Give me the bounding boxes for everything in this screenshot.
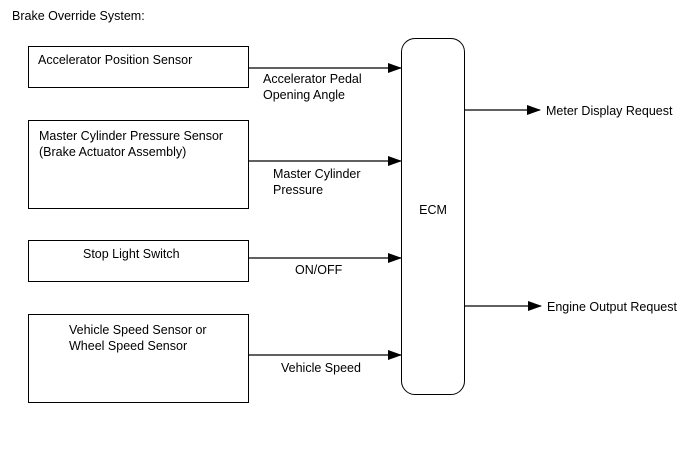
box-label: Vehicle Speed Sensor or: [69, 323, 207, 337]
vehicle-speed-sensor-box: Vehicle Speed Sensor or Wheel Speed Sens…: [28, 314, 249, 403]
box-label: Wheel Speed Sensor: [69, 339, 188, 353]
ecm-box: ECM: [401, 38, 465, 395]
master-cylinder-pressure-sensor-box: Master Cylinder Pressure Sensor (Brake A…: [28, 120, 249, 209]
stop-light-switch-box: Stop Light Switch: [28, 240, 249, 282]
signal-label: Vehicle Speed: [281, 361, 361, 375]
signal-label: Pressure: [273, 183, 324, 197]
signal-label: ON/OFF: [295, 263, 343, 277]
signal-label: Accelerator Pedal: [263, 72, 362, 86]
diagram-title: Brake Override System:: [12, 9, 145, 23]
accelerator-position-sensor-box: Accelerator Position Sensor: [28, 46, 249, 88]
box-label: Master Cylinder Pressure Sensor: [39, 129, 224, 143]
box-label: Accelerator Position Sensor: [38, 53, 193, 67]
ecm-label: ECM: [419, 203, 447, 217]
box-label: (Brake Actuator Assembly): [39, 145, 187, 159]
output-label: Engine Output Request: [547, 300, 677, 314]
output-label: Meter Display Request: [546, 104, 673, 118]
signal-label: Opening Angle: [263, 88, 346, 102]
box-label: Stop Light Switch: [83, 247, 180, 261]
signal-label: Master Cylinder: [273, 167, 361, 181]
